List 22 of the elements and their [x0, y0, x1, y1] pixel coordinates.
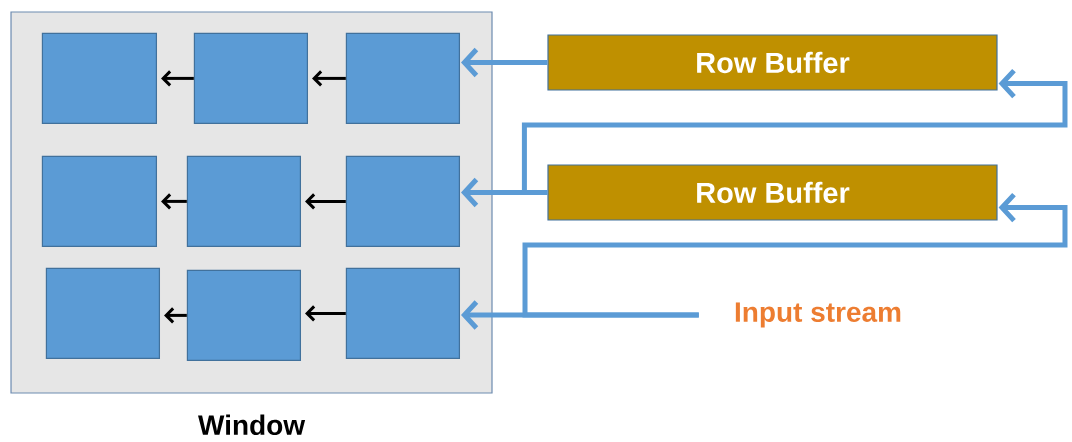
- cell-box: [45, 267, 160, 359]
- arrow: [312, 70, 346, 87]
- cell-box: [186, 155, 301, 247]
- arrow: [305, 193, 346, 210]
- row-buffer-box: Row Buffer: [547, 34, 998, 91]
- cell-box: [193, 32, 308, 124]
- cell-box: [41, 32, 157, 124]
- window-title: Window: [198, 414, 306, 436]
- cell-box: [345, 32, 460, 124]
- arrow: [164, 307, 187, 324]
- cell-box: [41, 155, 157, 247]
- arrow: [522, 192, 1068, 318]
- arrow: [161, 70, 194, 87]
- input-stream-label: Input stream: [735, 302, 901, 328]
- arrow: [305, 305, 346, 322]
- arrow: [461, 47, 548, 78]
- cell-box: [345, 267, 460, 359]
- cell-box: [186, 269, 301, 361]
- cell-box: [345, 155, 460, 247]
- arrow: [161, 193, 187, 210]
- row-buffer-box: Row Buffer: [547, 164, 998, 221]
- arrow: [521, 68, 1068, 195]
